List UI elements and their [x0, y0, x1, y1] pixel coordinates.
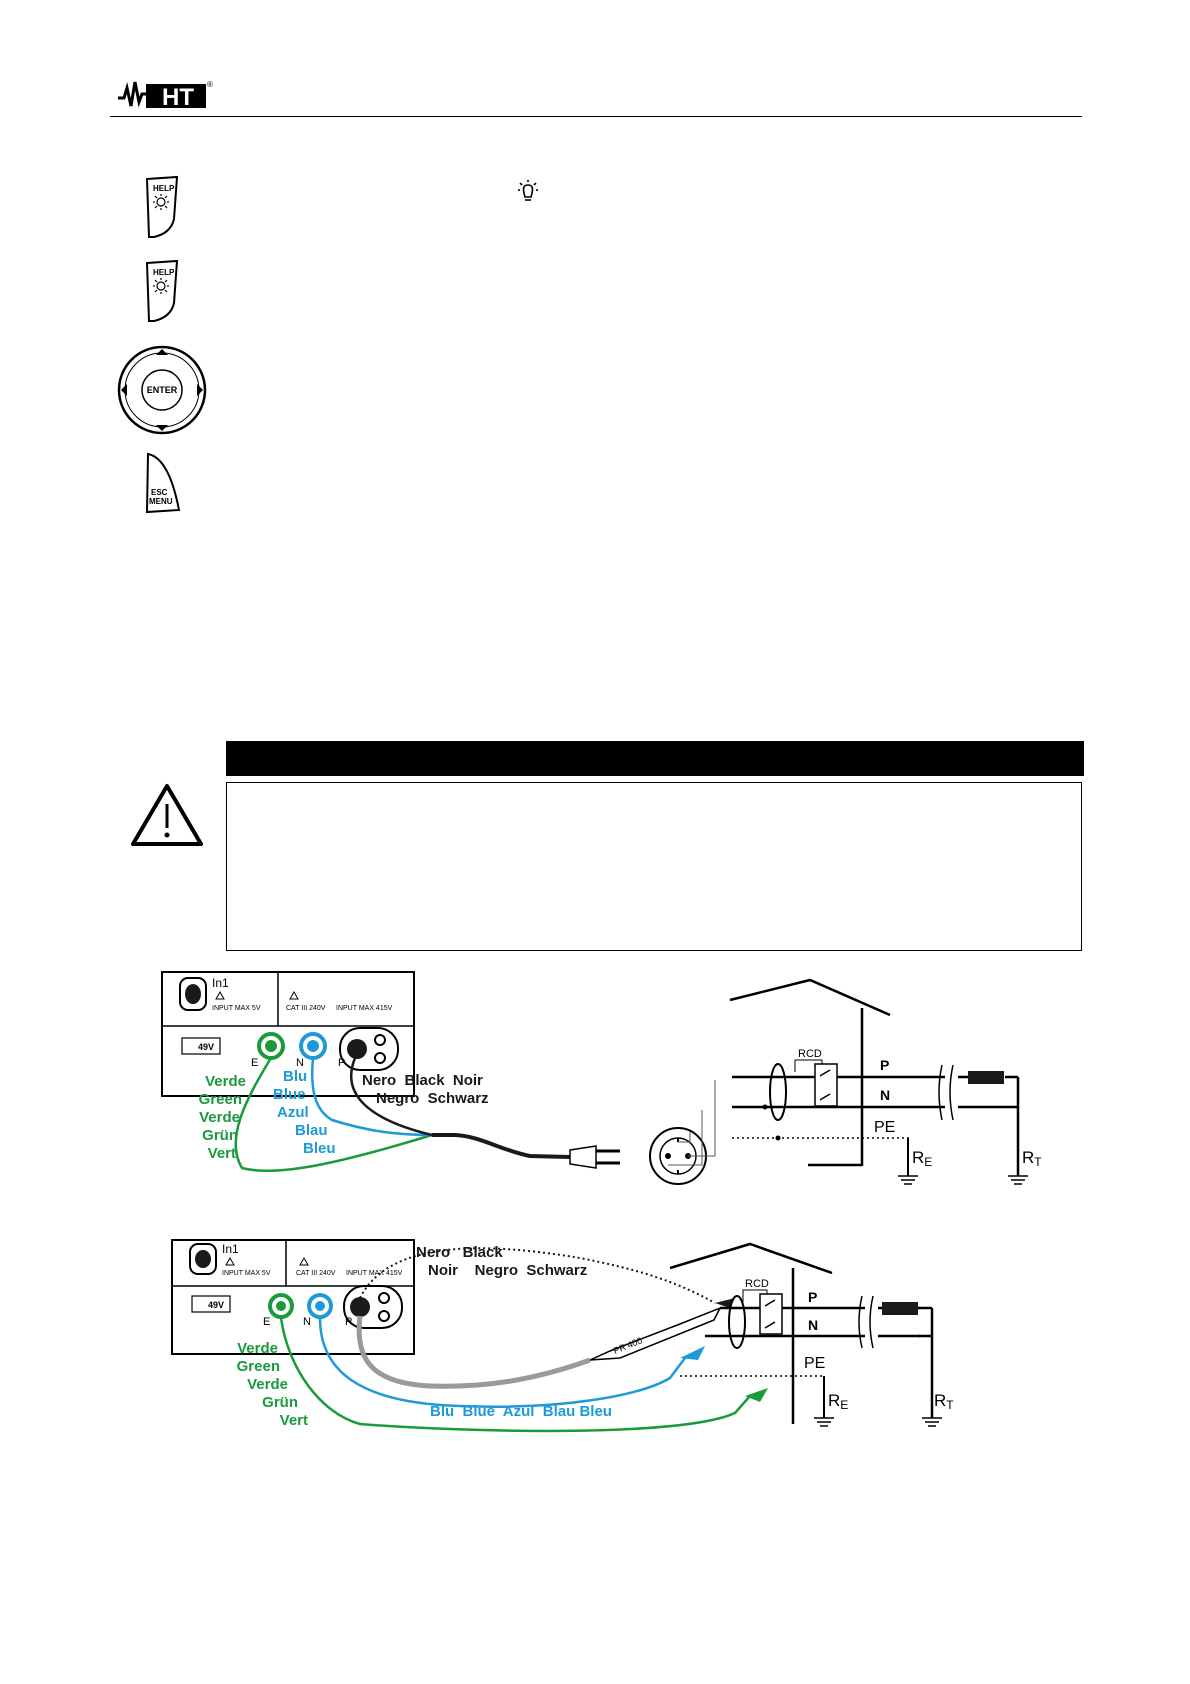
- header-rule: [110, 116, 1082, 117]
- cat-label: CAT III 240V: [286, 1005, 326, 1012]
- green-cable: [279, 1317, 751, 1433]
- enter-key-label: ENTER: [147, 385, 178, 395]
- input-5v-label: INPUT MAX 5V: [212, 1005, 261, 1012]
- green-cable: [234, 1057, 433, 1173]
- green-name: Green: [237, 1358, 280, 1375]
- phase-label: P: [880, 1057, 889, 1073]
- terminal-n-label: N: [296, 1057, 304, 1069]
- blue-name: Blau: [295, 1122, 328, 1139]
- in1-label: In1: [222, 1242, 239, 1256]
- blue-name: Bleu: [303, 1140, 336, 1157]
- green-name: Vert: [208, 1145, 236, 1162]
- green-clip: [745, 1388, 768, 1402]
- instrument-panel: In1 INPUT MAX 5V CAT III 240V INPUT MAX …: [171, 1239, 415, 1355]
- help-key-label: HELP: [153, 184, 175, 193]
- ht-logo: HT ®: [118, 80, 213, 111]
- re-label: RE: [912, 1148, 932, 1169]
- bulb-icon: [518, 180, 538, 201]
- grey-cable: [356, 1315, 591, 1389]
- arrow-right-icon: [197, 384, 203, 396]
- logo-text: HT: [162, 84, 194, 111]
- blue-name: Azul: [277, 1104, 309, 1121]
- green-name: Grün: [202, 1127, 238, 1144]
- black-name-line2: Noir Negro Schwarz: [428, 1262, 587, 1279]
- black-dotted-lead: [359, 1247, 716, 1304]
- voltage-badge: 49V: [198, 1042, 214, 1052]
- arrow-up-icon: [156, 349, 168, 355]
- blue-clip: [680, 1346, 705, 1360]
- rt-label: RT: [934, 1391, 954, 1412]
- help-key: HELP: [145, 175, 179, 238]
- black-lead-names: Nero Black Noir Negro Schwarz: [362, 1072, 489, 1107]
- in1-label: In1: [212, 976, 229, 990]
- terminal-p: [347, 1039, 367, 1059]
- esc-key-label: ESC: [151, 488, 168, 497]
- cat-label: CAT III 240V: [296, 1270, 336, 1277]
- house-installation: RCD P N PE RE RT: [669, 1242, 954, 1427]
- green-name: Verde: [247, 1376, 288, 1393]
- schuko-plug: [569, 1145, 620, 1169]
- black-name-line1: Nero Black: [416, 1244, 503, 1261]
- load-resistor: [882, 1302, 918, 1315]
- blue-lead-names: Blu Blue Azul Blau Bleu: [273, 1068, 336, 1157]
- help-key-label: HELP: [153, 268, 175, 277]
- terminal-p: [350, 1297, 370, 1317]
- instrument-panel: In1 INPUT MAX 5V CAT III 240V INPUT MAX …: [161, 971, 415, 1097]
- backlight-icon: [153, 194, 169, 210]
- logo-registered: ®: [207, 80, 213, 89]
- rt-label: RT: [1022, 1148, 1042, 1169]
- help-key: HELP: [145, 259, 179, 322]
- terminal-e-label: E: [263, 1316, 270, 1328]
- pe-label: PE: [874, 1119, 895, 1136]
- black-name-line1: Nero Black Noir: [362, 1072, 483, 1089]
- neutral-label: N: [808, 1317, 818, 1333]
- connection-diagram-socket: In1 INPUT MAX 5V CAT III 240V INPUT MAX …: [161, 971, 1042, 1185]
- house-installation: RCD P N PE RE RT: [729, 978, 1042, 1185]
- warning-icon: [131, 784, 203, 846]
- voltage-badge: 49V: [208, 1300, 224, 1310]
- warning-box: [226, 782, 1082, 951]
- blue-cable: [318, 1317, 686, 1408]
- green-name: Verde: [199, 1109, 240, 1126]
- menu-key-label: MENU: [149, 497, 173, 506]
- neutral-label: N: [880, 1087, 890, 1103]
- phase-label: P: [808, 1289, 817, 1305]
- green-lead-names: Verde Green Verde Grün Vert: [237, 1340, 308, 1429]
- arrow-down-icon: [156, 425, 168, 431]
- input-415v-label: INPUT MAX 415V: [336, 1005, 393, 1012]
- blue-lead-names: Blu Blue Azul Blau Bleu: [430, 1403, 612, 1420]
- black-name-line2: Negro Schwarz: [376, 1090, 489, 1107]
- input-415v-label: INPUT MAX 415V: [346, 1270, 403, 1277]
- terminal-p-label: P: [345, 1316, 352, 1328]
- blue-name: Blu: [283, 1068, 307, 1085]
- green-name: Green: [199, 1091, 242, 1108]
- blue-name: Blue: [273, 1086, 306, 1103]
- green-name: Grün: [262, 1394, 298, 1411]
- mains-cable: [432, 1133, 571, 1159]
- backlight-icon: [153, 278, 169, 294]
- load-resistor: [968, 1071, 1004, 1084]
- enter-keypad: ENTER: [117, 345, 207, 435]
- arrow-left-icon: [121, 384, 127, 396]
- green-name: Vert: [280, 1412, 308, 1429]
- green-name: Verde: [205, 1073, 246, 1090]
- input-5v-label: INPUT MAX 5V: [222, 1270, 271, 1277]
- rcd-label: RCD: [745, 1278, 769, 1290]
- connection-diagram-probe: In1 INPUT MAX 5V CAT III 240V INPUT MAX …: [171, 1239, 954, 1433]
- re-label: RE: [828, 1391, 848, 1412]
- esc-menu-key: ESC MENU: [145, 452, 181, 514]
- warning-header-bar: [226, 741, 1084, 776]
- black-cable: [349, 1057, 433, 1137]
- terminal-e-label: E: [251, 1057, 258, 1069]
- green-name: Verde: [237, 1340, 278, 1357]
- terminal-n-label: N: [303, 1316, 311, 1328]
- black-lead-names: Nero Black Noir Negro Schwarz: [416, 1244, 587, 1279]
- terminal-p-label: P: [338, 1057, 345, 1069]
- rcd-label: RCD: [798, 1048, 822, 1060]
- green-lead-names: Verde Green Verde Grün Vert: [199, 1073, 246, 1162]
- pe-label: PE: [804, 1355, 825, 1372]
- wall-socket: [649, 1080, 716, 1185]
- blue-cable: [310, 1057, 433, 1137]
